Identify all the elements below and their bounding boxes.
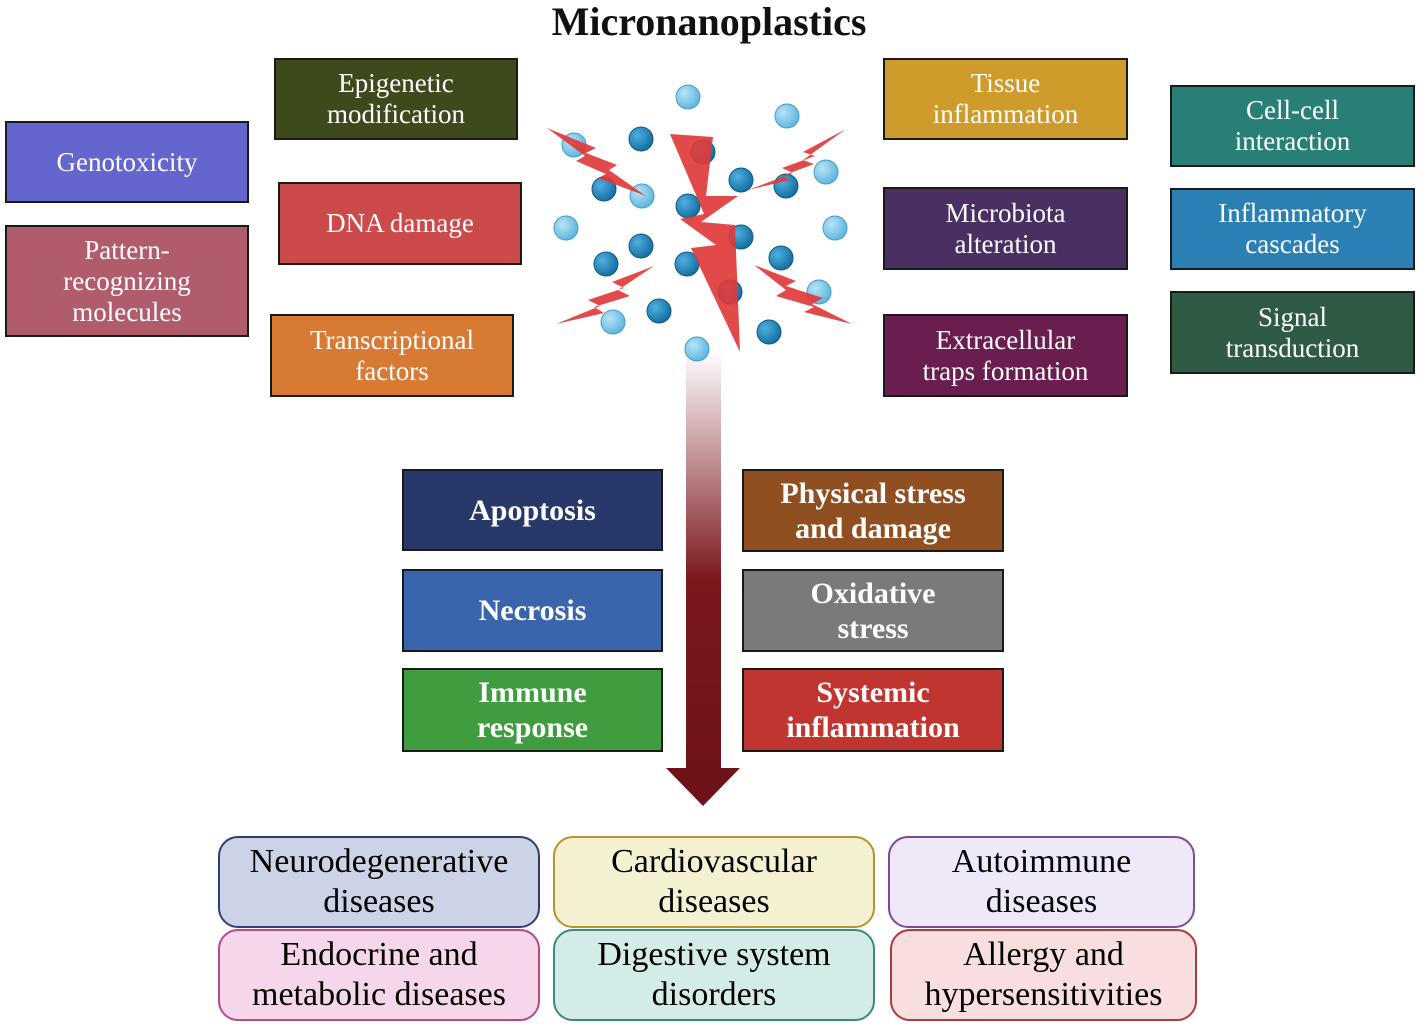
immune-response-label: Immune response — [476, 676, 589, 744]
physical-stress-label: Physical stress and damage — [780, 476, 966, 545]
physical-stress-box: Physical stress and damage — [742, 469, 1004, 552]
cardiovascular-diseases-label: Cardiovascular diseases — [611, 843, 817, 920]
allergy-hypersensitivities-label: Allergy and hypersensitivities — [924, 936, 1163, 1013]
lightning-bolt-icon — [547, 128, 646, 196]
genotoxicity-label: Genotoxicity — [56, 146, 198, 177]
allergy-hypersensitivities-box: Allergy and hypersensitivities — [890, 929, 1197, 1021]
necrosis-box: Necrosis — [402, 569, 663, 652]
genotoxicity-box: Genotoxicity — [5, 121, 249, 203]
autoimmune-diseases-label: Autoimmune diseases — [951, 843, 1132, 920]
lightning-bolt-icon — [748, 129, 846, 190]
endocrine-metabolic-diseases-box: Endocrine and metabolic diseases — [218, 929, 540, 1021]
immune-response-box: Immune response — [402, 668, 663, 752]
oxidative-stress-label: Oxidative stress — [810, 576, 936, 645]
transcriptional-factors-label: Transcriptional factors — [310, 324, 474, 386]
epigenetic-modification-label: Epigenetic modification — [327, 68, 465, 129]
epigenetic-modification-box: Epigenetic modification — [274, 58, 518, 140]
dna-damage-box: DNA damage — [278, 182, 522, 265]
cell-cell-interaction-box: Cell-cell interaction — [1170, 85, 1415, 167]
lightning-bolt-icons — [547, 128, 852, 352]
autoimmune-diseases-box: Autoimmune diseases — [888, 836, 1195, 928]
neurodegenerative-diseases-label: Neurodegenerative diseases — [249, 843, 509, 920]
pattern-recognizing-molecules-box: Pattern- recognizing molecules — [5, 225, 249, 337]
inflammatory-cascades-box: Inflammatory cascades — [1170, 188, 1415, 270]
endocrine-metabolic-diseases-label: Endocrine and metabolic diseases — [252, 936, 506, 1013]
systemic-inflammation-label: Systemic inflammation — [786, 676, 960, 744]
dna-damage-label: DNA damage — [326, 208, 474, 238]
digestive-system-disorders-label: Digestive system disorders — [597, 936, 831, 1013]
systemic-inflammation-box: Systemic inflammation — [742, 668, 1004, 752]
digestive-system-disorders-box: Digestive system disorders — [553, 929, 875, 1021]
flow-arrow-head — [666, 768, 740, 806]
neurodegenerative-diseases-box: Neurodegenerative diseases — [218, 836, 540, 928]
apoptosis-label: Apoptosis — [469, 493, 596, 527]
tissue-inflammation-label: Tissue inflammation — [932, 68, 1079, 129]
apoptosis-box: Apoptosis — [402, 469, 663, 551]
cardiovascular-diseases-box: Cardiovascular diseases — [553, 836, 875, 928]
lightning-bolt-icon — [670, 134, 740, 352]
tissue-inflammation-box: Tissue inflammation — [883, 58, 1128, 140]
transcriptional-factors-box: Transcriptional factors — [270, 314, 514, 397]
lightning-bolt-icon — [754, 265, 852, 324]
diagram-title: Micronanoplastics — [551, 0, 867, 44]
signal-transduction-box: Signal transduction — [1170, 291, 1415, 374]
microbiota-alteration-label: Microbiota alteration — [945, 197, 1066, 259]
extracellular-traps-formation-label: Extracellular traps formation — [922, 324, 1089, 386]
necrosis-label: Necrosis — [478, 594, 587, 627]
oxidative-stress-box: Oxidative stress — [742, 569, 1004, 652]
flow-arrow-shaft — [686, 350, 721, 770]
pattern-recognizing-molecules-label: Pattern- recognizing molecules — [63, 234, 191, 327]
inflammatory-cascades-label: Inflammatory cascades — [1218, 198, 1367, 259]
cell-cell-interaction-label: Cell-cell interaction — [1234, 95, 1351, 156]
signal-transduction-label: Signal transduction — [1225, 301, 1360, 363]
extracellular-traps-formation-box: Extracellular traps formation — [883, 314, 1128, 397]
microbiota-alteration-box: Microbiota alteration — [883, 187, 1128, 270]
lightning-bolt-icon — [556, 266, 654, 324]
